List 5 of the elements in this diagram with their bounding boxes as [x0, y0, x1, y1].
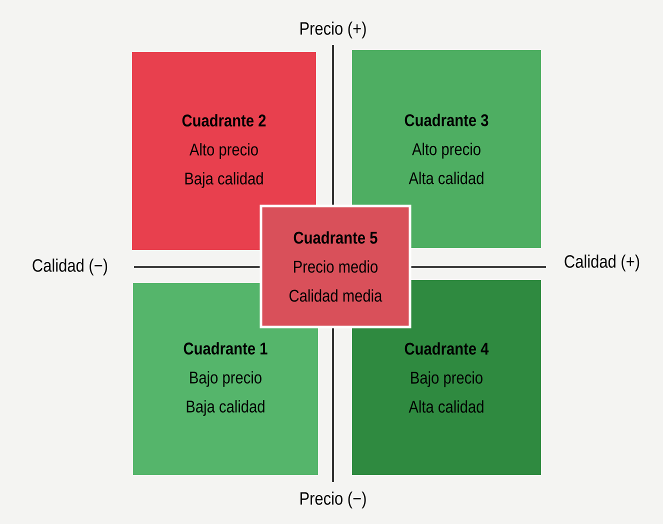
axis-label: Calidad (+) [562, 252, 642, 274]
center-quadrant-box: Cuadrante 5 Precio medio Calidad media [260, 204, 412, 328]
axis-label: Precio (+) [297, 20, 369, 40]
axis-label: Calidad (−) [30, 256, 110, 278]
axis-label: Precio (−) [297, 490, 369, 510]
